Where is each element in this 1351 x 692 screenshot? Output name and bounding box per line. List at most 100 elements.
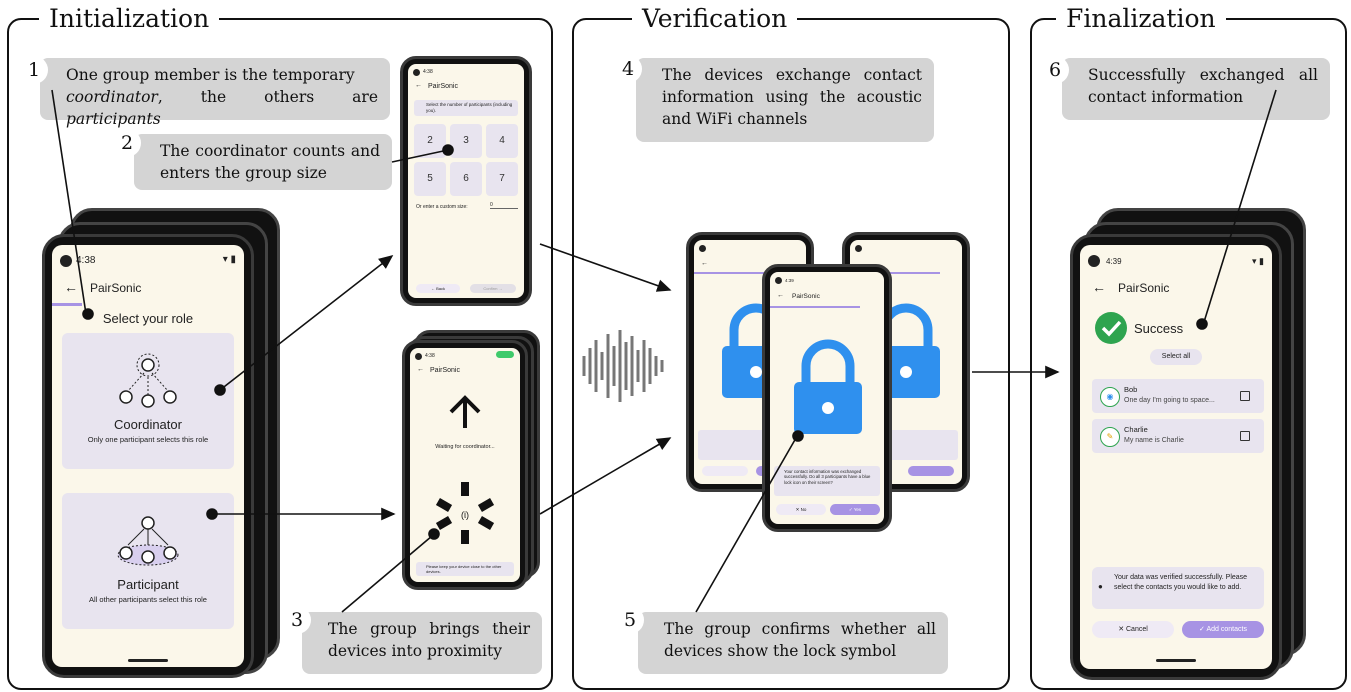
custom-size-label: Or enter a custom size: xyxy=(416,204,468,210)
sound-wave-icon xyxy=(582,330,664,402)
svg-text:(ϊ): (ϊ) xyxy=(461,510,469,520)
progress-bar xyxy=(52,303,82,306)
size-option-7[interactable]: 7 xyxy=(486,162,518,196)
coordinator-group-icon xyxy=(119,353,177,408)
step-3-number: 3 xyxy=(283,606,311,634)
size-option-3[interactable]: 3 xyxy=(450,124,482,158)
verification-panel: Verification xyxy=(572,1,1010,690)
status-time: 4:38 xyxy=(423,69,433,75)
participant-title: Participant xyxy=(117,577,179,592)
back-label: Back xyxy=(436,286,446,291)
camera-dot xyxy=(1088,255,1100,267)
avatar: ◉ xyxy=(1100,387,1120,407)
coordinator-title: Coordinator xyxy=(114,417,182,432)
app-title: PairSonic xyxy=(792,293,820,300)
contact-desc: My name is Charlie xyxy=(1124,437,1184,444)
message-text: Your data was verified successfully. Ple… xyxy=(1114,574,1248,591)
back-arrow-icon[interactable]: ← xyxy=(1092,279,1106,295)
status-time: 4:39 xyxy=(785,278,794,283)
call-pill xyxy=(496,351,514,358)
role-screen: 4:38 ▾ ▮ ← PairSonic Select your role Co… xyxy=(52,245,244,667)
finalization-title: Finalization xyxy=(1056,1,1226,37)
size-option-5[interactable]: 5 xyxy=(414,162,446,196)
step-5-callout: The group confirms whether all devices s… xyxy=(638,612,948,674)
back-arrow-icon[interactable]: ← xyxy=(777,292,784,299)
select-all-button[interactable]: Select all xyxy=(1150,349,1202,365)
arrow-up-icon xyxy=(449,395,481,428)
initialization-title: Initialization xyxy=(39,1,220,37)
contact-desc: One day I'm going to space... xyxy=(1124,397,1215,404)
step-1-em2: participants xyxy=(66,110,161,128)
size-option-6[interactable]: 6 xyxy=(450,162,482,196)
status-time: 4:39 xyxy=(1106,257,1122,266)
no-button[interactable]: ✕ No xyxy=(776,504,826,515)
cancel-button[interactable]: ✕ Cancel xyxy=(1092,621,1174,638)
role-heading: Select your role xyxy=(102,311,194,326)
proximity-phone: 4:38 ← PairSonic Waiting for coordinator… xyxy=(402,340,528,590)
yes-button[interactable] xyxy=(908,466,954,476)
participant-group-icon xyxy=(117,516,179,566)
size-option-2[interactable]: 2 xyxy=(414,124,446,158)
step-3-callout: The group brings their devices into prox… xyxy=(302,612,542,674)
success-phone: 4:39 ▾ ▮ ← PairSonic Success Select all … xyxy=(1070,234,1282,680)
success-check-icon xyxy=(1095,312,1127,344)
add-contacts-button[interactable]: ✓ Add contacts xyxy=(1182,621,1264,638)
role-phone: 4:38 ▾ ▮ ← PairSonic Select your role Co… xyxy=(42,234,254,678)
status-time: 4:38 xyxy=(76,255,96,266)
size-option-4[interactable]: 4 xyxy=(486,124,518,158)
home-indicator xyxy=(1156,659,1196,662)
app-title: PairSonic xyxy=(1118,281,1170,295)
verify-phone-front: 4:39 ← PairSonic Your contact informatio… xyxy=(762,264,892,532)
camera-dot xyxy=(775,277,782,284)
message-box: ● Your data was verified successfully. P… xyxy=(1092,567,1264,609)
back-button[interactable]: ← Back xyxy=(416,284,460,293)
camera-dot xyxy=(413,69,420,76)
contact-row-charlie[interactable]: ✎ Charlie My name is Charlie xyxy=(1092,419,1264,453)
camera-dot xyxy=(855,245,862,252)
back-arrow-icon[interactable]: ← xyxy=(415,82,422,89)
app-title: PairSonic xyxy=(428,83,458,90)
proximity-devices-icon: (ϊ) xyxy=(435,482,495,544)
back-arrow-icon[interactable]: ← xyxy=(417,366,424,373)
custom-size-input[interactable]: 0 xyxy=(490,202,518,209)
lightbulb-icon: ● xyxy=(1098,582,1103,591)
step-1-text-b: , the others are xyxy=(157,88,378,106)
back-arrow-icon[interactable]: ← xyxy=(701,260,708,267)
contact-row-bob[interactable]: ◉ Bob One day I'm going to space... xyxy=(1092,379,1264,413)
status-icons: ▾ ▮ xyxy=(1252,256,1264,266)
step-2-number: 2 xyxy=(113,129,141,157)
message-text: Your contact information was exchanged s… xyxy=(784,469,871,485)
back-arrow-icon[interactable]: ← xyxy=(64,279,78,295)
step-4-number: 4 xyxy=(614,55,642,83)
participant-card[interactable]: Participant All other participants selec… xyxy=(62,493,234,629)
progress-bar xyxy=(694,272,806,274)
avatar: ✎ xyxy=(1100,427,1120,447)
step-6-number: 6 xyxy=(1041,56,1069,84)
status-icons: ▾ ▮ xyxy=(222,254,236,265)
yes-label: Yes xyxy=(853,507,862,512)
step-1-callout: One group member is the temporary coordi… xyxy=(40,58,390,128)
contact-checkbox[interactable] xyxy=(1240,431,1250,441)
status-time: 4:38 xyxy=(425,353,435,359)
proximity-screen: 4:38 ← PairSonic Waiting for coordinator… xyxy=(410,348,520,582)
verify-screen-front: 4:39 ← PairSonic Your contact informatio… xyxy=(770,272,884,524)
hint-text: Please keep your device close to the oth… xyxy=(426,564,502,574)
confirm-button[interactable]: Confirm → xyxy=(470,284,516,293)
yes-button[interactable]: ✓ Yes xyxy=(830,504,880,515)
message-box: Your contact information was exchanged s… xyxy=(774,466,880,496)
no-button[interactable] xyxy=(702,466,748,476)
prompt-box: Select the number of participants (inclu… xyxy=(414,100,518,116)
no-label: No xyxy=(800,507,807,512)
camera-dot xyxy=(415,353,422,360)
progress-bar xyxy=(850,272,940,274)
contact-name: Charlie xyxy=(1124,425,1148,434)
contact-checkbox[interactable] xyxy=(1240,391,1250,401)
finalization-panel: Finalization xyxy=(1030,1,1347,690)
step-6-callout: Successfully exchanged all contact infor… xyxy=(1062,58,1330,120)
step-5-number: 5 xyxy=(616,606,644,634)
progress-bar xyxy=(770,306,860,308)
step-4-callout: The devices exchange contact information… xyxy=(636,58,934,142)
coordinator-card[interactable]: Coordinator Only one participant selects… xyxy=(62,333,234,469)
step-2-callout: The coordinator counts and enters the gr… xyxy=(134,134,392,190)
contact-name: Bob xyxy=(1124,385,1138,394)
